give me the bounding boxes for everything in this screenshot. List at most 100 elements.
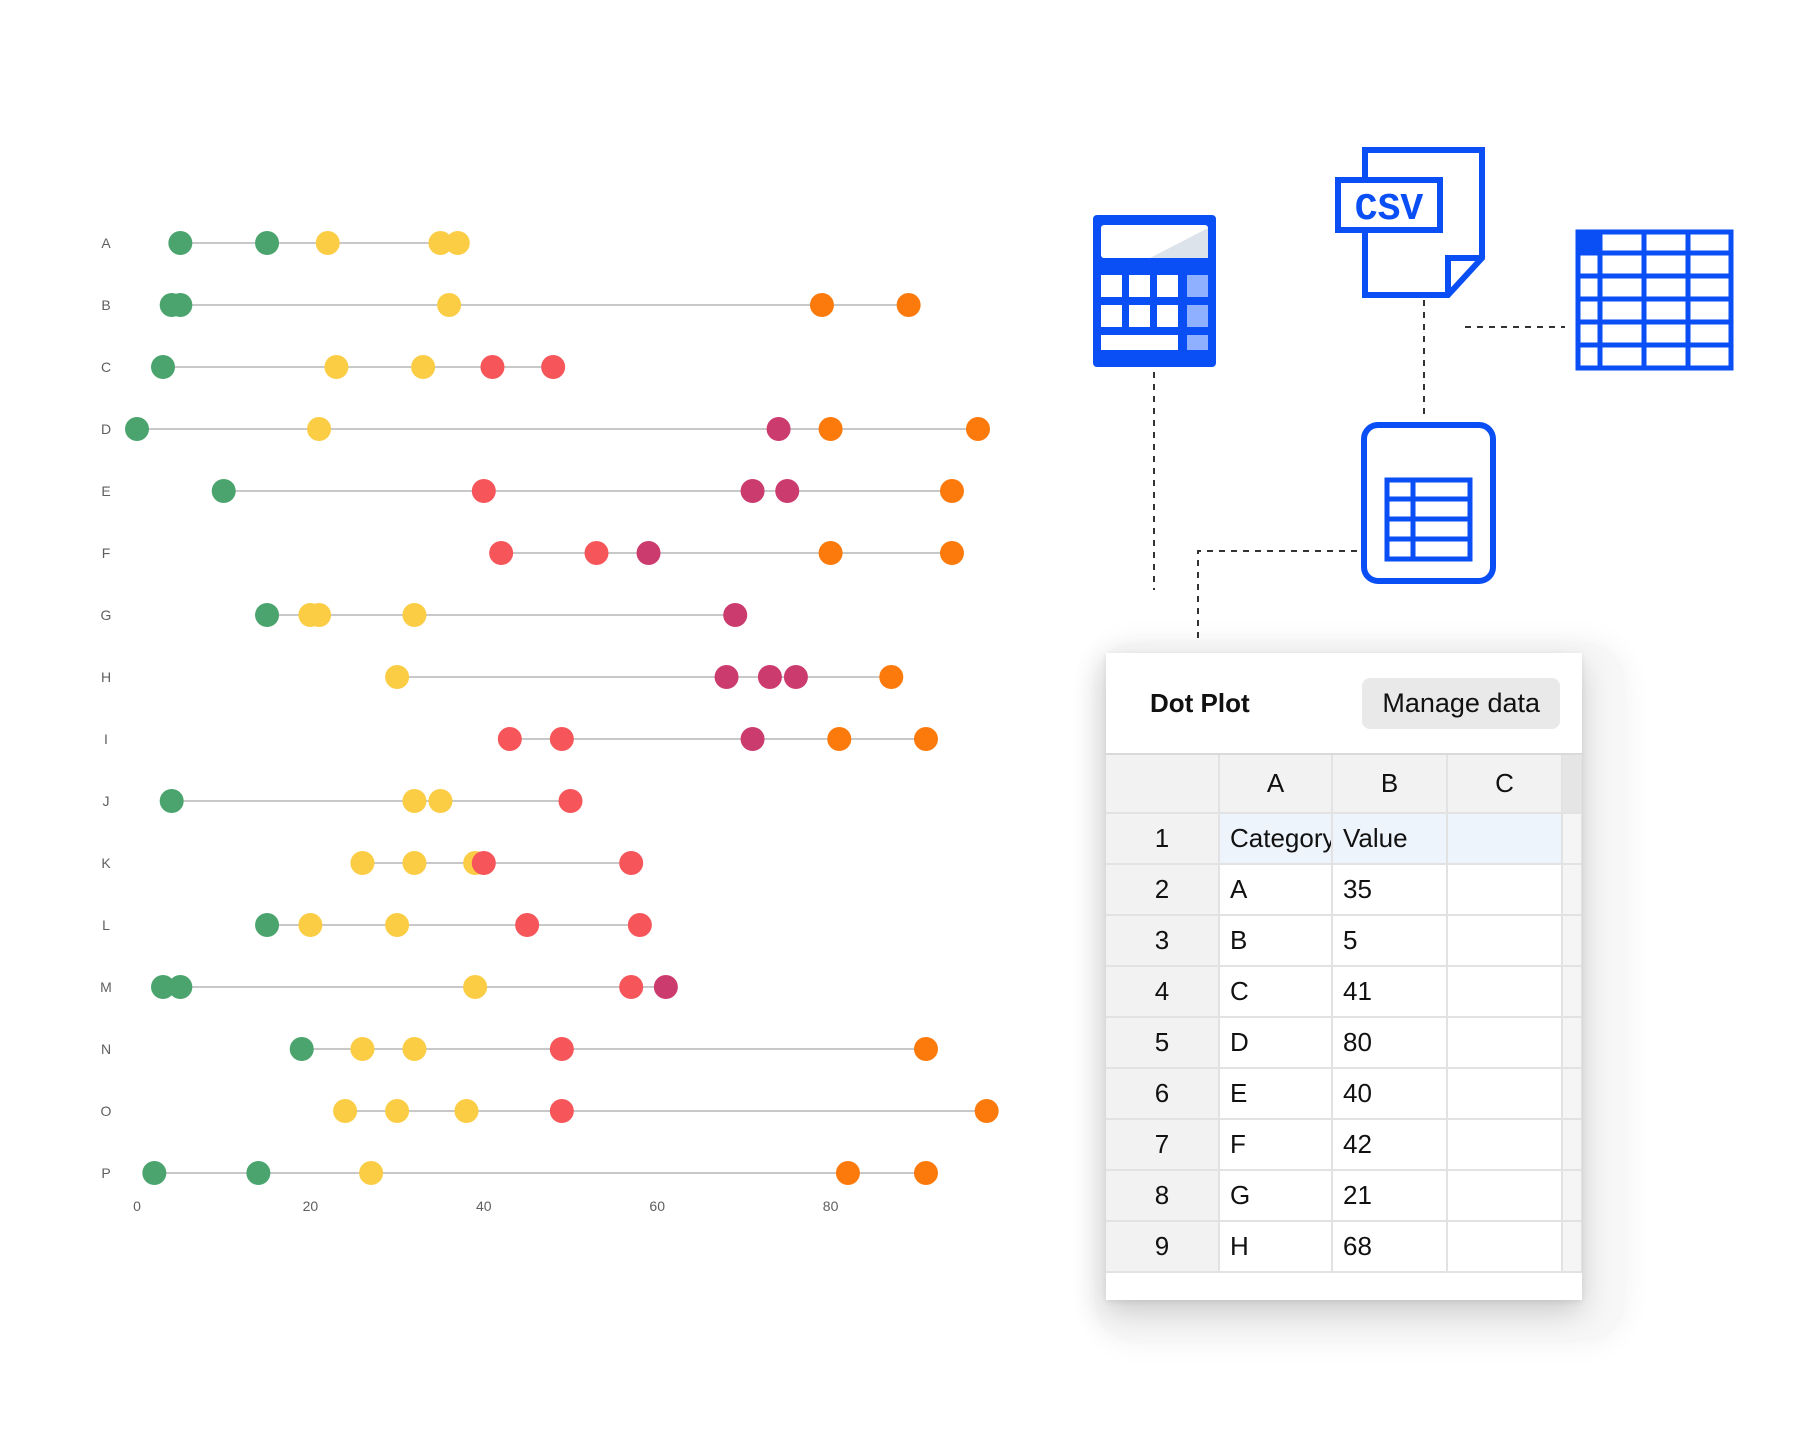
- cell-c[interactable]: [1447, 1068, 1563, 1120]
- data-point: [151, 355, 176, 379]
- row-number[interactable]: 5: [1106, 1017, 1220, 1069]
- category-label: D: [101, 421, 111, 437]
- row-number[interactable]: 3: [1106, 915, 1220, 967]
- data-point: [740, 727, 765, 751]
- data-point: [246, 1161, 271, 1185]
- cell-b[interactable]: 42: [1332, 1119, 1448, 1171]
- data-point: [913, 727, 938, 751]
- cell-a[interactable]: G: [1219, 1170, 1333, 1222]
- category-label: C: [101, 359, 111, 375]
- data-point: [255, 231, 280, 255]
- data-point: [359, 1161, 384, 1185]
- data-point: [255, 913, 280, 937]
- row-number[interactable]: 2: [1106, 864, 1220, 916]
- data-point: [402, 789, 427, 813]
- data-point: [315, 231, 340, 255]
- column-header-c[interactable]: C: [1447, 755, 1563, 814]
- data-point: [584, 541, 609, 565]
- data-point: [298, 913, 323, 937]
- cell-b[interactable]: 5: [1332, 915, 1448, 967]
- cell-b[interactable]: 35: [1332, 864, 1448, 916]
- cell-b[interactable]: Value: [1332, 813, 1448, 865]
- cell-c[interactable]: [1447, 813, 1563, 865]
- scrollbar-track[interactable]: [1562, 966, 1582, 1018]
- cell-a[interactable]: A: [1219, 864, 1333, 916]
- cell-a[interactable]: F: [1219, 1119, 1333, 1171]
- data-point: [125, 417, 149, 441]
- data-point: [411, 355, 436, 379]
- category-label: A: [101, 235, 111, 251]
- category-label: G: [101, 607, 112, 623]
- category-label: P: [101, 1165, 110, 1181]
- data-point: [627, 913, 652, 937]
- data-point: [766, 417, 791, 441]
- column-header-b[interactable]: B: [1332, 755, 1448, 814]
- cell-c[interactable]: [1447, 966, 1563, 1018]
- cell-c[interactable]: [1447, 1017, 1563, 1069]
- data-point: [168, 975, 193, 999]
- data-point: [913, 1037, 938, 1061]
- row-number[interactable]: 9: [1106, 1221, 1220, 1273]
- scrollbar-track[interactable]: [1562, 1068, 1582, 1120]
- cell-a[interactable]: B: [1219, 915, 1333, 967]
- data-point: [333, 1099, 358, 1123]
- scrollbar-track[interactable]: [1562, 1119, 1582, 1171]
- row-number[interactable]: 4: [1106, 966, 1220, 1018]
- data-point: [740, 479, 765, 503]
- cell-c[interactable]: [1447, 1170, 1563, 1222]
- cell-c[interactable]: [1447, 1119, 1563, 1171]
- scrollbar-track[interactable]: [1562, 1170, 1582, 1222]
- data-point: [965, 417, 990, 441]
- data-point: [913, 1161, 938, 1185]
- cell-c[interactable]: [1447, 864, 1563, 916]
- cell-b[interactable]: 68: [1332, 1221, 1448, 1273]
- data-point: [515, 913, 540, 937]
- spreadsheet-grid-icon: [1575, 229, 1734, 371]
- row-number[interactable]: 6: [1106, 1068, 1220, 1120]
- data-point: [289, 1037, 314, 1061]
- data-point: [307, 417, 332, 441]
- row-number[interactable]: 1: [1106, 813, 1220, 865]
- scrollbar-track[interactable]: [1562, 1017, 1582, 1069]
- cell-c[interactable]: [1447, 915, 1563, 967]
- row-number[interactable]: 8: [1106, 1170, 1220, 1222]
- scrollbar-track[interactable]: [1562, 864, 1582, 916]
- column-header-a[interactable]: A: [1219, 755, 1333, 814]
- cell-b[interactable]: 40: [1332, 1068, 1448, 1120]
- dashed-connectors: [1153, 300, 1565, 640]
- data-point: [549, 1037, 574, 1061]
- cell-a[interactable]: C: [1219, 966, 1333, 1018]
- x-tick-label: 20: [303, 1198, 319, 1214]
- category-label: N: [101, 1041, 111, 1057]
- data-point: [385, 913, 410, 937]
- cell-c[interactable]: [1447, 1221, 1563, 1273]
- scrollbar-track[interactable]: [1562, 813, 1582, 865]
- data-point: [783, 665, 808, 689]
- manage-data-button[interactable]: Manage data: [1362, 677, 1560, 729]
- sheet-document-icon: [1361, 422, 1496, 584]
- cell-a[interactable]: D: [1219, 1017, 1333, 1069]
- cell-b[interactable]: 41: [1332, 966, 1448, 1018]
- csv-label: CSV: [1355, 188, 1424, 231]
- data-point: [809, 293, 834, 317]
- scrollbar-track[interactable]: [1562, 1221, 1582, 1273]
- row-number[interactable]: 7: [1106, 1119, 1220, 1171]
- connector-sheet: [1197, 550, 1357, 640]
- cell-a[interactable]: Category: [1219, 813, 1333, 865]
- cell-b[interactable]: 21: [1332, 1170, 1448, 1222]
- column-header-row: A B C: [1106, 755, 1582, 814]
- cell-b[interactable]: 80: [1332, 1017, 1448, 1069]
- data-point: [549, 727, 574, 751]
- category-label: L: [102, 917, 110, 933]
- scrollbar-track[interactable]: [1562, 915, 1582, 967]
- scrollbar-track[interactable]: [1562, 755, 1582, 814]
- data-point: [489, 541, 514, 565]
- cell-a[interactable]: E: [1219, 1068, 1333, 1120]
- cell-a[interactable]: H: [1219, 1221, 1333, 1273]
- x-tick-label: 0: [133, 1198, 141, 1214]
